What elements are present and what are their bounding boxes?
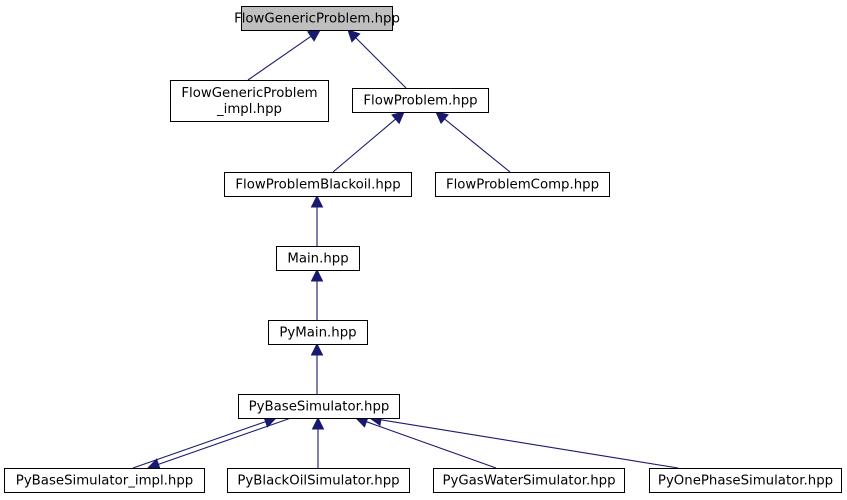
edge-n3-to-n2 bbox=[332, 111, 405, 173]
node-label: _impl.hpp bbox=[216, 102, 282, 117]
edge-line bbox=[355, 37, 407, 89]
node-box bbox=[238, 394, 400, 419]
edge-n9-to-n7 bbox=[311, 416, 325, 468]
node-label: PyBaseSimulator_impl.hpp bbox=[16, 474, 193, 489]
node-box bbox=[268, 320, 368, 345]
arrowhead-icon bbox=[435, 111, 449, 125]
node-box bbox=[433, 468, 625, 493]
edge-n5-to-n3 bbox=[310, 194, 324, 246]
node-label: PyBaseSimulator.hpp bbox=[249, 400, 390, 415]
node-box bbox=[241, 6, 393, 31]
arrowhead-icon bbox=[310, 342, 324, 356]
edge-n1-to-n0 bbox=[247, 29, 321, 81]
node-label: PyGasWaterSimulator.hpp bbox=[442, 474, 615, 489]
node-label: FlowGenericProblem.hpp bbox=[234, 12, 400, 27]
node-flowgenericproblem-impl-hpp[interactable]: FlowGenericProblem_impl.hpp bbox=[170, 80, 329, 122]
edge-n7-to-n6 bbox=[310, 342, 324, 394]
node-label: FlowProblemBlackoil.hpp bbox=[235, 178, 400, 193]
node-box bbox=[227, 468, 410, 493]
arrowhead-icon bbox=[347, 29, 361, 43]
edge-n11-to-n7 bbox=[368, 413, 679, 469]
nodes-layer: FlowGenericProblem.hppFlowGenericProblem… bbox=[4, 6, 842, 493]
edge-line bbox=[158, 417, 292, 465]
node-box bbox=[170, 80, 329, 122]
arrowhead-icon bbox=[391, 111, 405, 125]
node-label: PyMain.hpp bbox=[279, 326, 356, 341]
node-pygaswatersimulator-hpp[interactable]: PyGasWaterSimulator.hpp bbox=[433, 468, 625, 493]
node-flowproblemblackoil-hpp[interactable]: FlowProblemBlackoil.hpp bbox=[224, 172, 412, 197]
node-box bbox=[435, 172, 610, 197]
arrowhead-icon bbox=[310, 194, 324, 208]
edge-n8-to-n7 bbox=[132, 415, 278, 469]
node-flowproblemcomp-hpp[interactable]: FlowProblemComp.hpp bbox=[435, 172, 610, 197]
edge-line bbox=[247, 35, 312, 81]
node-label: Main.hpp bbox=[287, 252, 348, 267]
node-pymain-hpp[interactable]: PyMain.hpp bbox=[268, 320, 368, 345]
edge-n4-to-n2 bbox=[435, 111, 511, 173]
arrowhead-icon bbox=[311, 416, 325, 430]
node-pybasesimulator-hpp[interactable]: PyBaseSimulator.hpp bbox=[238, 394, 400, 419]
edges-layer bbox=[132, 29, 679, 471]
node-main-hpp[interactable]: Main.hpp bbox=[276, 246, 360, 271]
edge-line bbox=[366, 421, 497, 469]
arrowhead-icon bbox=[306, 29, 321, 42]
edge-n6-to-n5 bbox=[310, 268, 324, 320]
node-box bbox=[4, 468, 205, 493]
node-label: PyBlackOilSimulator.hpp bbox=[237, 474, 399, 489]
edge-line bbox=[332, 118, 396, 173]
node-box bbox=[649, 468, 842, 493]
edge-line bbox=[380, 419, 679, 469]
arrowhead-icon bbox=[310, 268, 324, 282]
node-flowgenericproblem-hpp[interactable]: FlowGenericProblem.hpp bbox=[234, 6, 400, 31]
node-label: FlowProblem.hpp bbox=[363, 94, 477, 109]
edge-n2-to-n0 bbox=[347, 29, 407, 89]
node-pyblackoilsimulator-hpp[interactable]: PyBlackOilSimulator.hpp bbox=[227, 468, 410, 493]
edge-line bbox=[132, 421, 266, 469]
node-box bbox=[276, 246, 360, 271]
node-box bbox=[352, 88, 489, 113]
node-pyonephasesimulator-hpp[interactable]: PyOnePhaseSimulator.hpp bbox=[649, 468, 842, 493]
edge-line bbox=[444, 118, 511, 173]
node-flowproblem-hpp[interactable]: FlowProblem.hpp bbox=[352, 88, 489, 113]
edge-n7-to-n8 bbox=[146, 417, 292, 471]
node-label: FlowProblemComp.hpp bbox=[446, 178, 599, 193]
edge-n10-to-n7 bbox=[354, 415, 497, 469]
node-label: PyOnePhaseSimulator.hpp bbox=[658, 474, 833, 489]
node-label: FlowGenericProblem bbox=[181, 86, 317, 101]
node-box bbox=[224, 172, 412, 197]
node-pybasesimulator-impl-hpp[interactable]: PyBaseSimulator_impl.hpp bbox=[4, 468, 205, 493]
